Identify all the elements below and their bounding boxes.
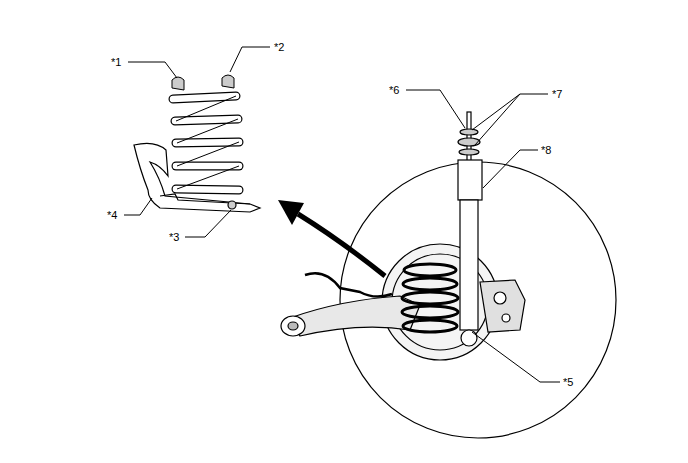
callout-number: *2 [273, 41, 285, 53]
callout-number: *7 [551, 88, 563, 100]
callout-number: *6 [388, 84, 400, 96]
arrow-head [278, 200, 304, 225]
callout-number: *4 [106, 209, 118, 221]
leader-lines [124, 47, 560, 382]
callout-number: *1 [110, 56, 122, 68]
callout-number: *5 [562, 376, 574, 388]
axle-assembly [281, 112, 525, 360]
coil-spring [172, 75, 239, 190]
pointer-arrow [298, 214, 385, 276]
spring-insulator [134, 143, 260, 212]
callout-number: *8 [540, 144, 552, 156]
callout-number: *3 [168, 231, 180, 243]
